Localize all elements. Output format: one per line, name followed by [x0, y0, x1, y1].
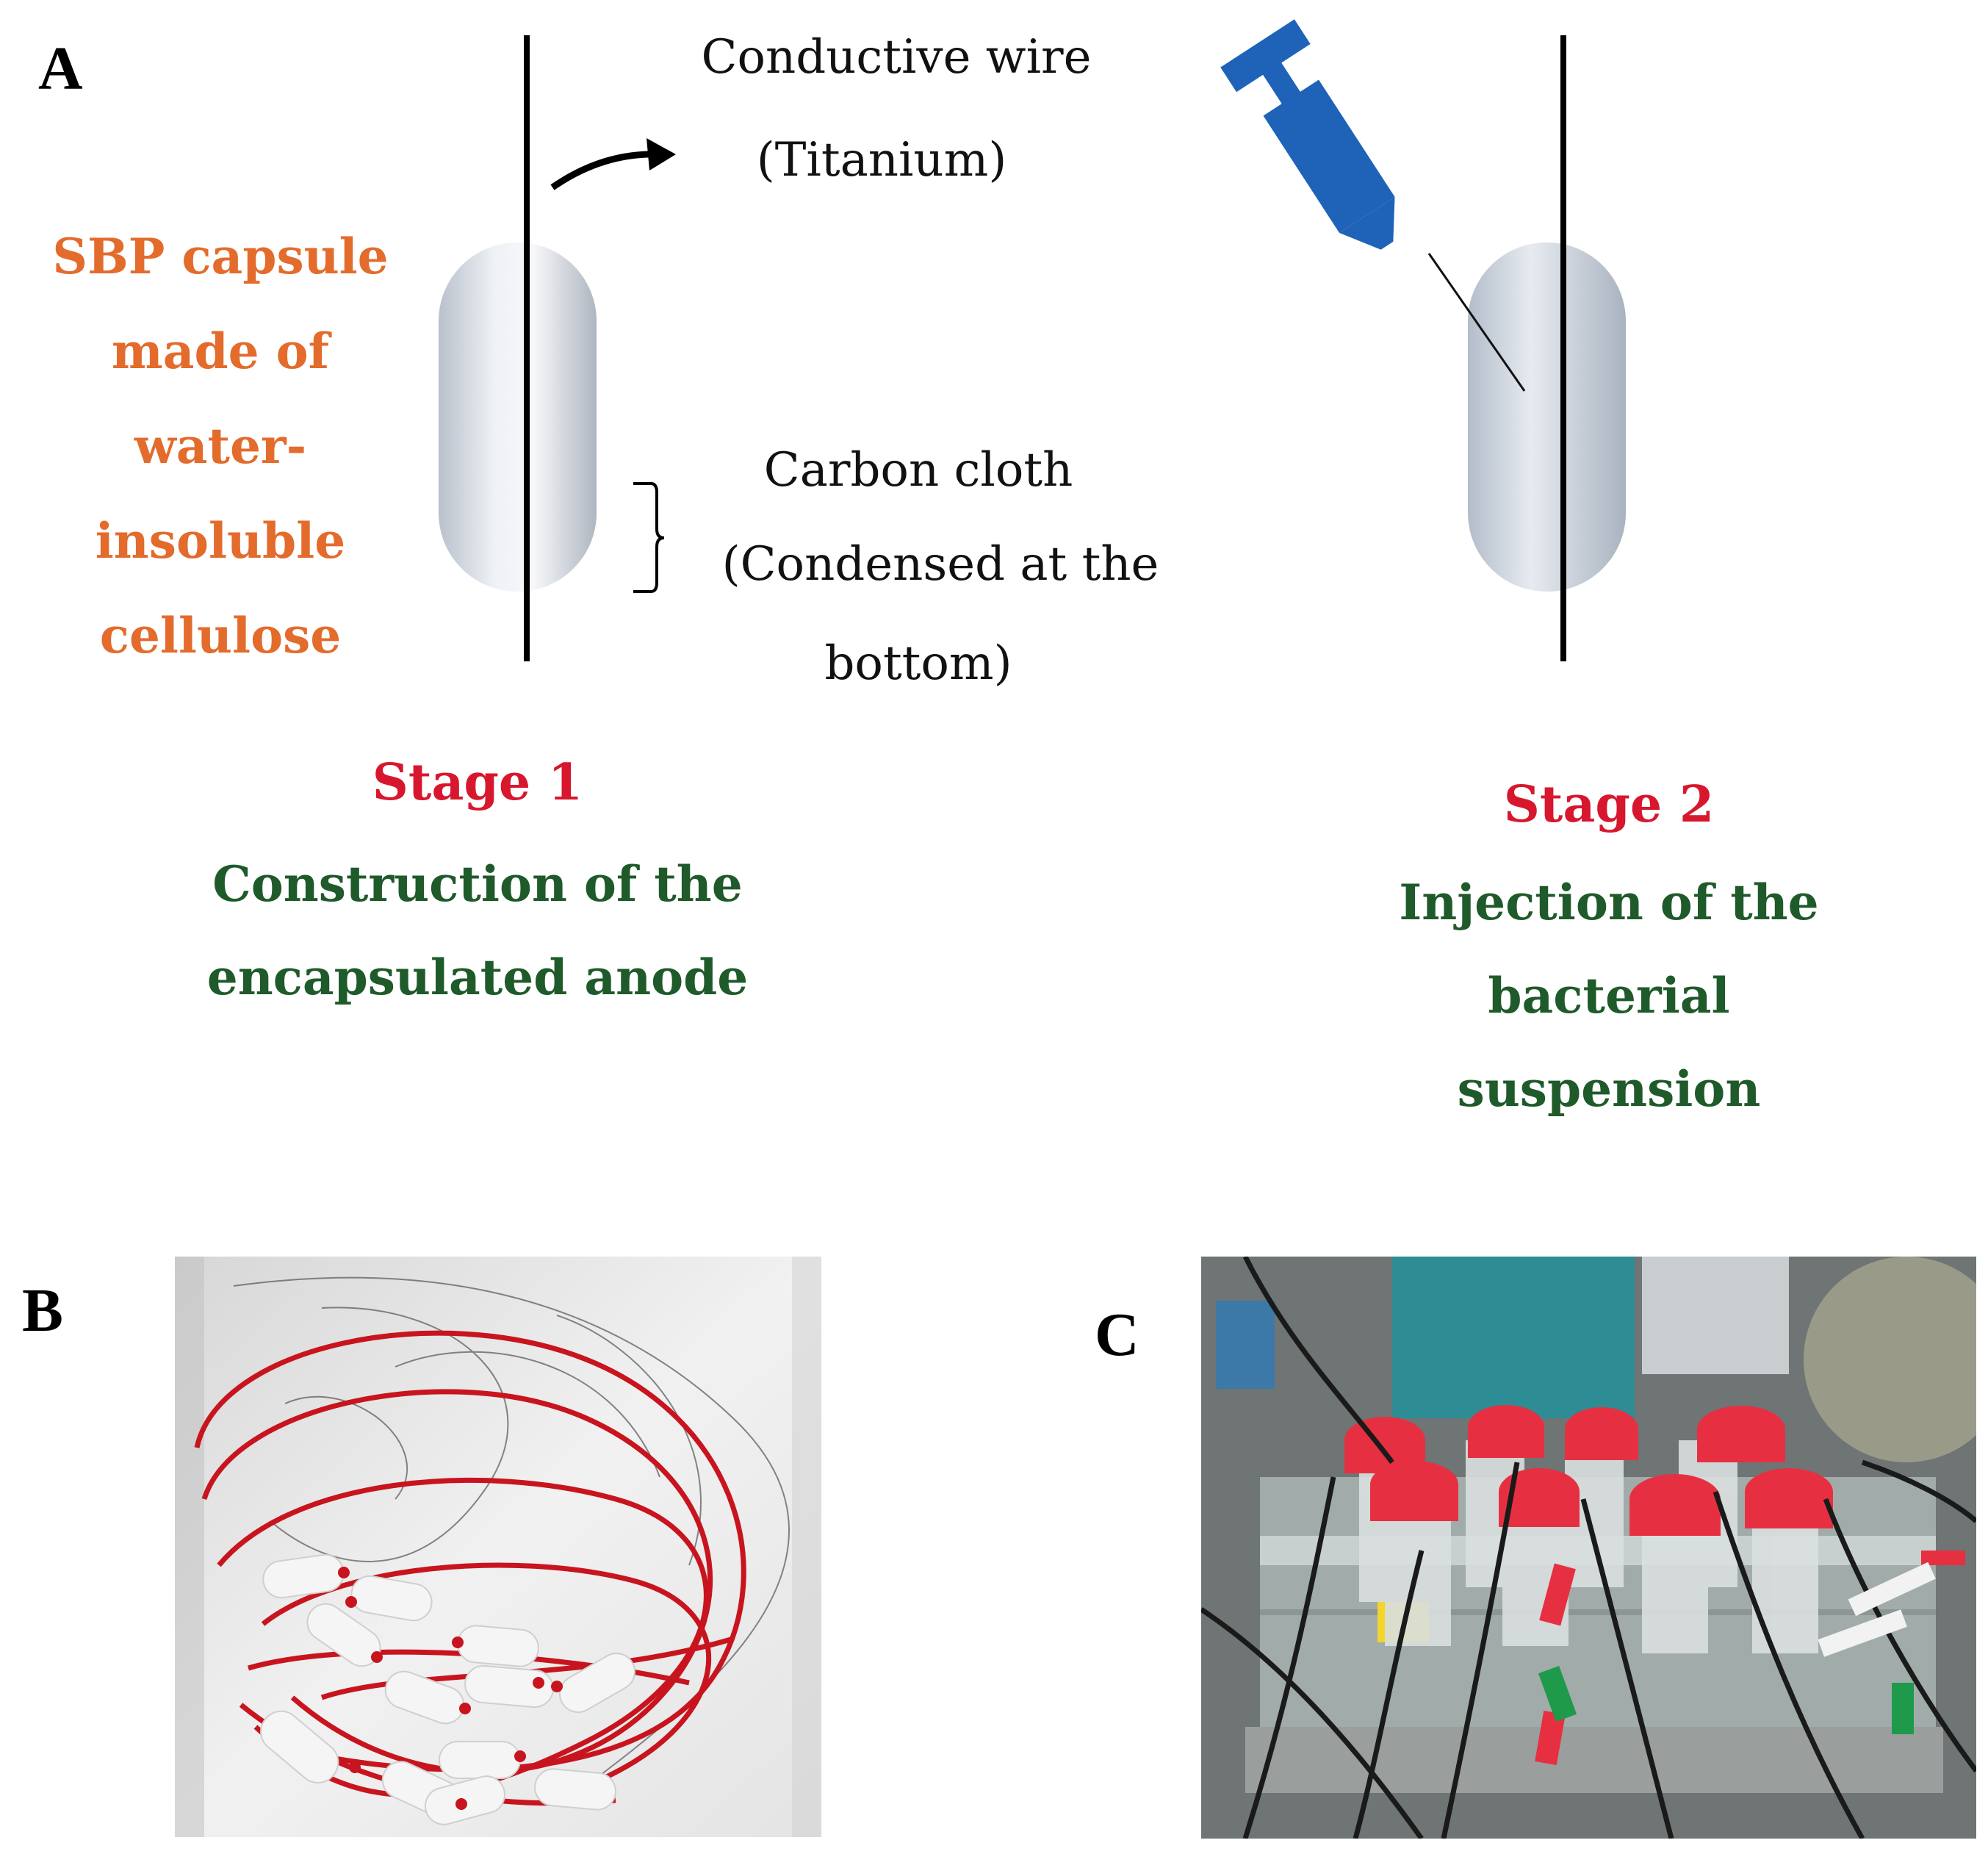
wire-label-line2: (Titanium) [756, 133, 1007, 187]
panel-label-b: B [22, 1276, 64, 1345]
capsule-desc-line: cellulose [99, 607, 342, 664]
capsule-description: SBP capsule made of water- insoluble cel… [29, 209, 411, 683]
stage1-title: Stage 1 [372, 753, 583, 812]
stage2-desc-line: suspension [1457, 1060, 1761, 1118]
cloth-label-line1: Carbon cloth [763, 443, 1073, 497]
stage1-desc-line: encapsulated anode [206, 949, 749, 1006]
capsule-desc-line: insoluble [95, 512, 346, 570]
syringe-icon [1220, 19, 1526, 392]
capsule-desc-line: made of [111, 323, 330, 380]
cloth-label-line2: (Condensed at the [721, 537, 1159, 592]
capsule-icon [439, 242, 597, 592]
capsule-desc-line: SBP capsule [52, 228, 389, 285]
brace-icon [633, 482, 665, 593]
capsule-icon [1468, 242, 1626, 592]
arrow-icon [550, 138, 676, 190]
panel-label-c: C [1095, 1301, 1139, 1369]
stage2-description: Injection of the bacterial suspension [1337, 856, 1881, 1136]
wire-label-line1: Conductive wire [701, 30, 1092, 85]
photo-lab-setup [1201, 1257, 1976, 1839]
stage2-desc-line: Injection of the [1399, 874, 1819, 931]
stage1-desc-line: Construction of the [212, 855, 743, 913]
cloth-label-line3: bottom) [824, 636, 1012, 691]
stage2-title: Stage 2 [1503, 775, 1715, 834]
photo-capsules-on-wires [175, 1257, 821, 1837]
panel-a-diagram [439, 19, 1626, 661]
stage1-description: Construction of the encapsulated anode [162, 838, 793, 1024]
capsule-desc-line: water- [134, 417, 307, 475]
stage2-desc-line: bacterial [1488, 967, 1730, 1024]
panel-label-a: A [38, 35, 83, 103]
